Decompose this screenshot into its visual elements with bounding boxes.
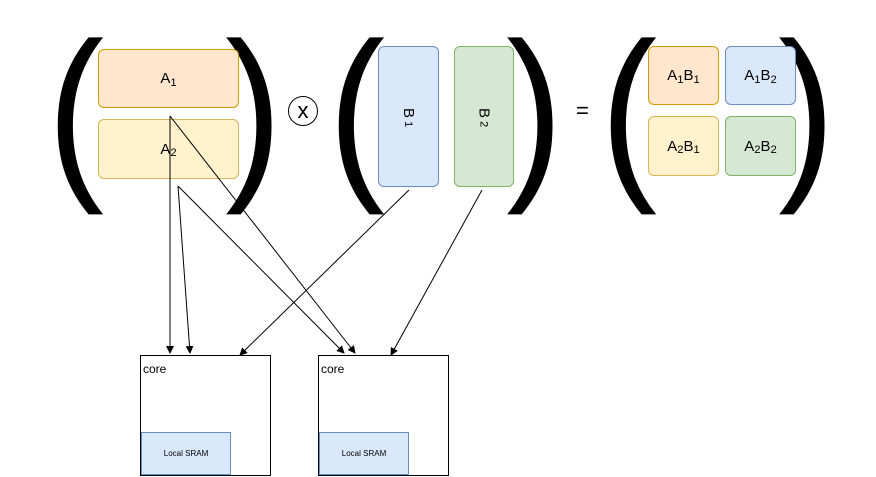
block-a1b2-label: A1B2 xyxy=(744,67,777,86)
result-left-paren: ( xyxy=(600,4,658,216)
block-a1-label: A1 xyxy=(160,70,177,89)
core-2: core Local SRAM xyxy=(318,355,449,476)
block-a2b2: A2B2 xyxy=(725,116,796,176)
block-a1b1: A1B1 xyxy=(648,46,719,105)
block-b2: B2 xyxy=(454,46,514,187)
core-1-label: core xyxy=(143,362,167,376)
block-a1b1-label: A1B1 xyxy=(667,67,700,86)
block-b2-label: B2 xyxy=(475,108,493,128)
block-a2b2-label: A2B2 xyxy=(744,137,777,157)
block-a1b2: A1B2 xyxy=(725,46,796,105)
multiply-operator: x xyxy=(288,96,318,126)
matrix-b-right-paren: ) xyxy=(506,4,564,216)
block-a2-label: A2 xyxy=(160,140,177,160)
core-1-sram-label: Local SRAM xyxy=(163,449,209,458)
core-1-local-sram: Local SRAM xyxy=(141,432,231,475)
arrow-a2-to-core-2 xyxy=(177,185,345,354)
block-a2b1: A2B1 xyxy=(648,116,719,176)
arrow-b1-to-core-1 xyxy=(239,189,410,356)
core-2-local-sram: Local SRAM xyxy=(319,432,409,475)
core-2-sram-label: Local SRAM xyxy=(341,449,387,458)
block-b1: B1 xyxy=(378,46,439,187)
block-a2b1-label: A2B1 xyxy=(667,137,700,157)
arrow-a1-to-core-2 xyxy=(169,115,356,354)
arrow-b2-to-core-2 xyxy=(390,189,483,356)
core-1: core Local SRAM xyxy=(140,355,271,476)
matrix-a-left-paren: ( xyxy=(47,4,105,216)
block-a1: A1 xyxy=(98,49,239,108)
equals-sign: = xyxy=(576,98,589,123)
arrow-a2-to-core-1 xyxy=(177,185,194,354)
multiply-symbol: x xyxy=(297,98,309,123)
block-a2: A2 xyxy=(98,119,239,179)
matrix-b-left-paren: ( xyxy=(328,4,386,216)
core-2-label: core xyxy=(321,362,345,376)
block-b1-label: B1 xyxy=(400,108,417,128)
